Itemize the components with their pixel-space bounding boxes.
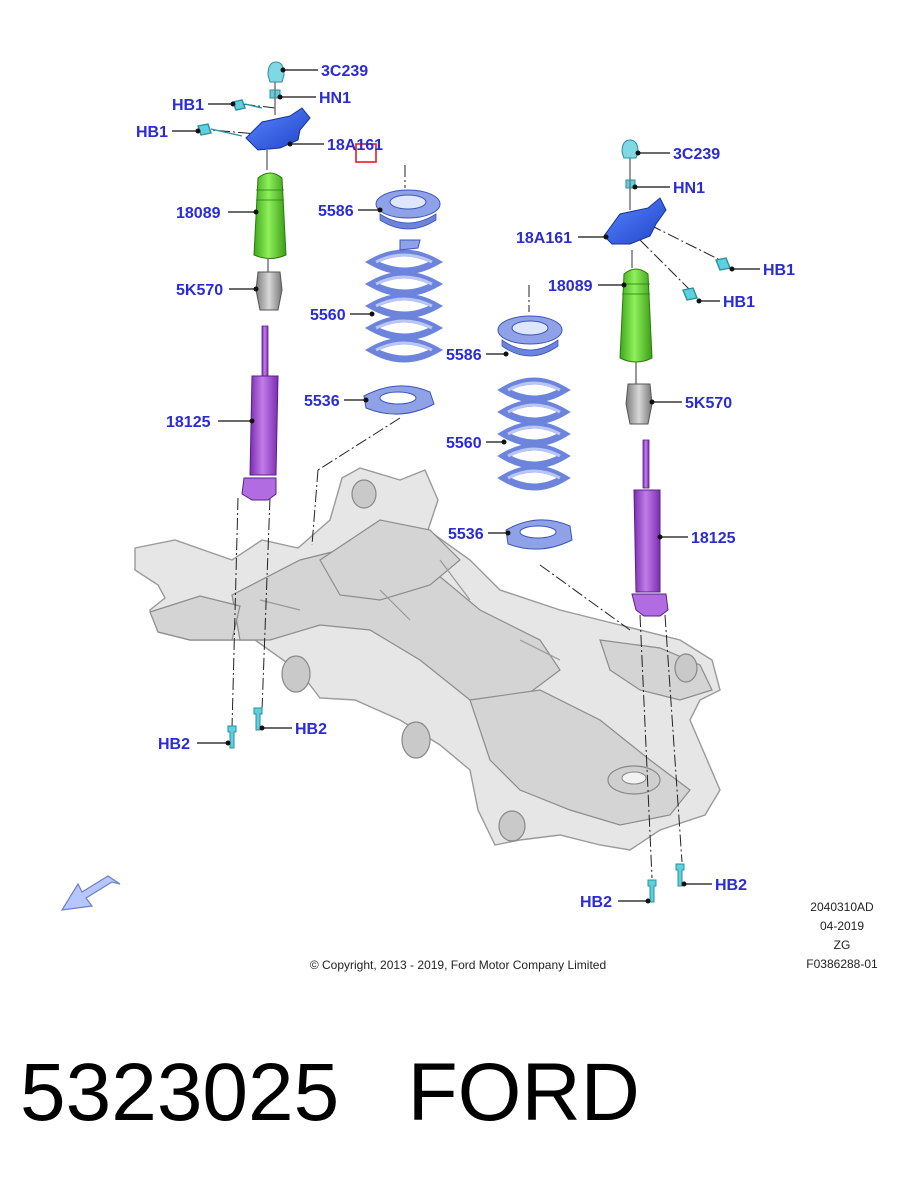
callout-18125-left: 18125: [166, 414, 211, 431]
callout-5536-right: 5536: [448, 526, 484, 543]
callout-hn1-left: HN1: [319, 90, 351, 107]
callout-hb1-right-lower: HB1: [723, 294, 755, 311]
callout-18089-right: 18089: [548, 278, 593, 295]
callout-3c239-left: 3C239: [321, 63, 368, 80]
part-number-heading: 5323025 FORD: [20, 1052, 640, 1134]
right-bolt-hb1-upper: [715, 257, 731, 271]
callout-18a161-right: 18A161: [516, 230, 572, 247]
rear-subframe: [134, 467, 721, 851]
illustration-code: 2040310AD: [810, 900, 874, 914]
callout-hb2-2: HB2: [295, 721, 327, 738]
view-direction-arrow-icon: [60, 875, 121, 911]
callout-hb2-1: HB2: [158, 736, 190, 753]
right-coil-spring: [497, 377, 571, 491]
callout-5560-right: 5560: [446, 435, 482, 452]
callout-hb2-4: HB2: [715, 877, 747, 894]
callout-5586-right: 5586: [446, 347, 482, 364]
callout-5k570-right: 5K570: [685, 395, 732, 412]
callout-hb1-left-upper: HB1: [172, 97, 204, 114]
suspension-exploded-diagram: 3C239 HN1 HB1 HB1 18A161 18089 5K570 181…: [60, 61, 878, 972]
region-code: ZG: [834, 938, 851, 952]
left-top-mount: [245, 107, 311, 151]
right-shock-absorber: [633, 489, 661, 593]
callout-18125-right: 18125: [691, 530, 736, 547]
right-strut-assembly: [603, 139, 731, 617]
callout-5560-left: 5560: [310, 307, 346, 324]
left-dust-boot: [253, 172, 287, 259]
callouts: 3C239 HN1 HB1 HB1 18A161 18089 5K570 181…: [136, 63, 795, 911]
brand-name: FORD: [407, 1047, 640, 1138]
callout-5536-left: 5536: [304, 393, 340, 410]
callout-18089-left: 18089: [176, 205, 221, 222]
callout-hb2-3: HB2: [580, 894, 612, 911]
left-bolt-hb1-upper: [232, 99, 263, 111]
right-bolt-hb1-lower: [682, 287, 698, 301]
left-spring-assembly: [363, 189, 444, 415]
right-dust-boot: [619, 268, 653, 363]
copyright-notice: © Copyright, 2013 - 2019, Ford Motor Com…: [310, 958, 606, 972]
left-coil-spring: [364, 249, 444, 363]
left-cap-nut: [267, 61, 285, 83]
callout-hb1-right-upper: HB1: [763, 262, 795, 279]
left-bump-stop: [255, 271, 283, 311]
right-bump-stop: [625, 383, 653, 425]
part-highlight-marker[interactable]: [355, 143, 377, 163]
callout-hb1-left-lower: HB1: [136, 124, 168, 141]
callout-3c239-right: 3C239: [673, 146, 720, 163]
callout-5k570-left: 5K570: [176, 282, 223, 299]
right-spring-assembly: [497, 315, 573, 550]
left-strut-assembly: [197, 61, 311, 501]
callout-5586-left: 5586: [318, 203, 354, 220]
left-bolt-hb1-lower: [197, 123, 243, 137]
right-top-mount: [603, 197, 667, 245]
part-number: 5323025: [20, 1047, 340, 1138]
illustration-date: 04-2019: [820, 919, 864, 933]
callout-hn1-right: HN1: [673, 180, 705, 197]
callout-18a161-left: 18A161: [327, 137, 383, 154]
right-cap-nut: [621, 139, 639, 159]
illustration-reference: F0386288-01: [806, 957, 878, 971]
left-shock-absorber: [249, 375, 279, 476]
